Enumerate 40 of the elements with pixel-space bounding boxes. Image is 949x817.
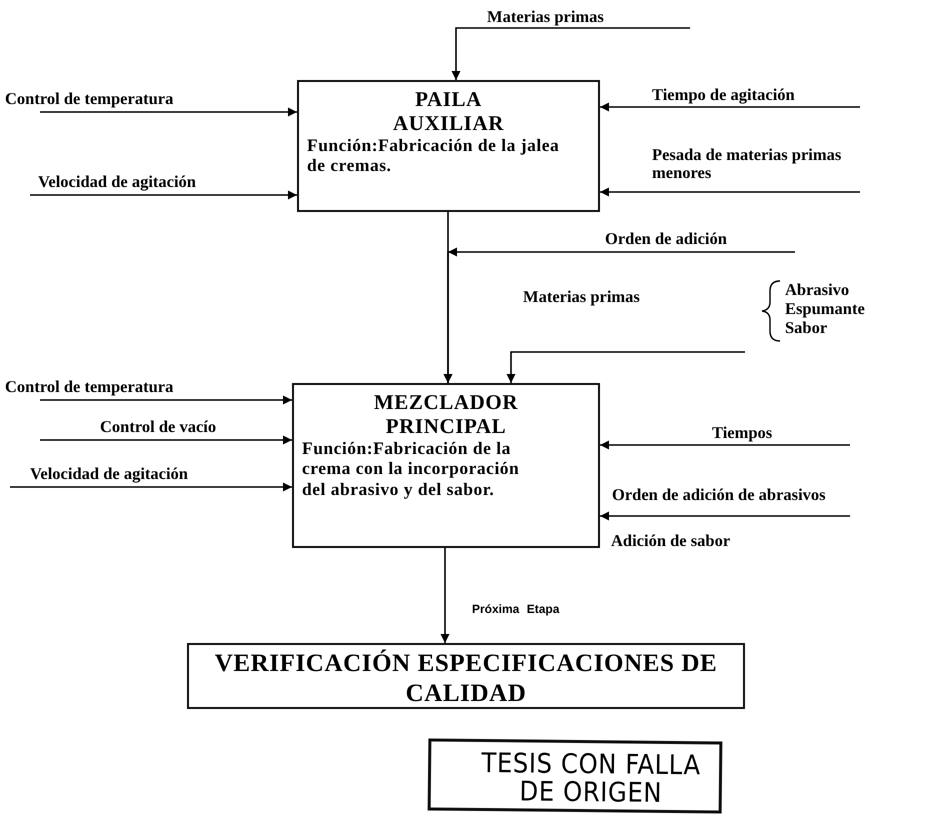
arrow [440, 548, 450, 643]
edge-label: Tiempos [712, 424, 772, 442]
box-description: Función:Fabricación de la crema con la incorporación del abrasivo y del sabor. [301, 438, 520, 499]
stamp-box [428, 738, 722, 814]
edge-label: Materias primas [487, 8, 604, 26]
arrow [600, 440, 850, 450]
edge-label: Pesada de materias primas menores [652, 146, 842, 183]
edge-label: Control de temperatura [5, 90, 174, 108]
edge-label: Próxima Etapa [472, 603, 560, 616]
arrow [10, 482, 292, 492]
process-box [187, 643, 745, 709]
box-title: TESIS CON FALLA DE ORIGEN [480, 750, 702, 810]
edge-label: Velocidad de agitación [38, 173, 196, 192]
edge-label: Velocidad de agitación [30, 465, 188, 484]
box-title: PAILA AUXILIAR [392, 87, 505, 136]
edge-label: Orden de adición [605, 230, 727, 248]
arrow [600, 188, 860, 196]
process-box [292, 383, 600, 548]
edge-label: Control de vacío [100, 418, 216, 436]
arrow [40, 436, 292, 444]
edge-label: Control de temperatura [5, 378, 174, 396]
edge-label: Orden de adición de abrasivos [612, 486, 826, 504]
box-description: Función:Fabricación de la jalea de cremas. [306, 135, 560, 176]
box-title: VERIFICACIÓN ESPECIFICACIONES DE CALIDAD [214, 649, 718, 709]
ingredient-label: Espumante [785, 300, 865, 318]
arrow [40, 108, 297, 116]
arrow [506, 351, 745, 383]
ingredient-label: Abrasivo [785, 281, 850, 300]
arrow [452, 27, 690, 80]
ingredient-label: Sabor [785, 319, 828, 338]
arrow [30, 190, 297, 200]
process-box [297, 80, 600, 212]
box-title: MEZCLADOR PRINCIPAL [372, 390, 520, 438]
edge-label: Tiempo de agitación [652, 86, 795, 104]
arrow [444, 248, 795, 383]
input-label: Adición de sabor [611, 532, 730, 550]
edge-label: Materias primas [523, 288, 640, 306]
arrow [600, 102, 860, 112]
arrow [600, 512, 850, 520]
arrow [40, 396, 292, 404]
